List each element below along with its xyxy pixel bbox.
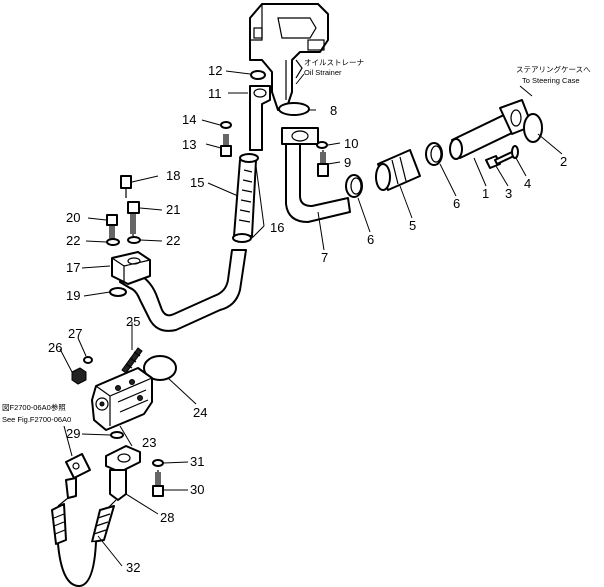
callout-numbers: 1 2 3 4 5 6 6 7 8 9 10 11 12 13 14 15 16… bbox=[48, 63, 567, 575]
oil-strainer-label-en: Oil Strainer bbox=[304, 68, 342, 77]
tube-1 bbox=[449, 99, 533, 160]
nut-26 bbox=[71, 367, 87, 385]
hose-clamp-6b bbox=[425, 142, 443, 166]
callout-6a: 6 bbox=[453, 196, 460, 211]
callout-14: 14 bbox=[182, 112, 196, 127]
callout-9: 9 bbox=[344, 155, 351, 170]
washer-27 bbox=[83, 356, 93, 364]
connector-block-17 bbox=[111, 251, 151, 285]
callout-2: 2 bbox=[560, 154, 567, 169]
see-figure-label-jp: 図F2700-06A0参照 bbox=[2, 402, 66, 412]
callout-3: 3 bbox=[505, 186, 512, 201]
o-ring-8 bbox=[278, 102, 310, 116]
o-ring-29 bbox=[110, 431, 124, 439]
washer-10 bbox=[316, 141, 328, 149]
o-ring-12 bbox=[250, 70, 266, 80]
callout-13: 13 bbox=[182, 137, 196, 152]
bolt-3 bbox=[485, 151, 515, 169]
steering-case-label-jp: ステアリングケースへ bbox=[516, 64, 591, 74]
oil-strainer-label-jp: オイルストレーナ bbox=[304, 58, 364, 67]
callout-32: 32 bbox=[126, 560, 140, 575]
callout-17: 17 bbox=[66, 260, 80, 275]
washer-4 bbox=[511, 145, 519, 159]
o-ring-19 bbox=[109, 287, 127, 297]
callout-16: 16 bbox=[270, 220, 284, 235]
washer-14 bbox=[220, 121, 232, 129]
bolt-30 bbox=[152, 470, 164, 497]
callout-8: 8 bbox=[330, 103, 337, 118]
callout-23: 23 bbox=[142, 435, 156, 450]
callout-22a: 22 bbox=[66, 233, 80, 248]
plug-18 bbox=[120, 175, 132, 198]
gear-pump-23 bbox=[91, 367, 153, 431]
bolt-13 bbox=[220, 134, 232, 157]
see-figure-label-en: See Fig.F2700-06A0 bbox=[2, 415, 71, 424]
callout-21: 21 bbox=[166, 202, 180, 217]
callout-5: 5 bbox=[409, 218, 416, 233]
callout-29: 29 bbox=[66, 426, 80, 441]
leader-lines bbox=[59, 70, 563, 567]
hose-clamp-6a bbox=[345, 174, 363, 198]
hose-5 bbox=[375, 149, 421, 191]
washer-22a bbox=[106, 238, 120, 246]
callout-22b: 22 bbox=[166, 233, 180, 248]
callout-18: 18 bbox=[166, 168, 180, 183]
callout-12: 12 bbox=[208, 63, 222, 78]
callout-26: 26 bbox=[48, 340, 62, 355]
pump-suction-pipe bbox=[119, 249, 247, 332]
callout-10: 10 bbox=[344, 136, 358, 151]
washer-31 bbox=[152, 459, 164, 467]
callout-11: 11 bbox=[208, 86, 222, 101]
bolt-9 bbox=[317, 150, 329, 177]
flange-28 bbox=[105, 445, 141, 501]
callout-24: 24 bbox=[193, 405, 207, 420]
oil-strainer-housing bbox=[249, 3, 329, 111]
callout-27: 27 bbox=[68, 326, 82, 341]
callout-31: 31 bbox=[190, 454, 204, 469]
steering-case-label-en: To Steering Case bbox=[522, 76, 580, 85]
callout-4: 4 bbox=[524, 176, 531, 191]
callout-19: 19 bbox=[66, 288, 80, 303]
callout-15: 15 bbox=[190, 175, 204, 190]
callout-7: 7 bbox=[321, 250, 328, 265]
stud-25 bbox=[121, 347, 143, 374]
callout-1: 1 bbox=[482, 186, 489, 201]
suction-elbow-pipe bbox=[281, 127, 351, 223]
washer-22b bbox=[127, 236, 141, 244]
hose-32 bbox=[51, 453, 117, 587]
callout-20: 20 bbox=[66, 210, 80, 225]
callout-6b: 6 bbox=[367, 232, 374, 247]
o-ring-2 bbox=[523, 113, 543, 143]
elbow-fitting-11 bbox=[249, 85, 271, 151]
callout-25: 25 bbox=[126, 314, 140, 329]
callout-28: 28 bbox=[160, 510, 174, 525]
callout-30: 30 bbox=[190, 482, 204, 497]
bolt-21 bbox=[127, 201, 140, 236]
hose-15 bbox=[232, 153, 259, 243]
o-ring-24 bbox=[143, 355, 177, 381]
